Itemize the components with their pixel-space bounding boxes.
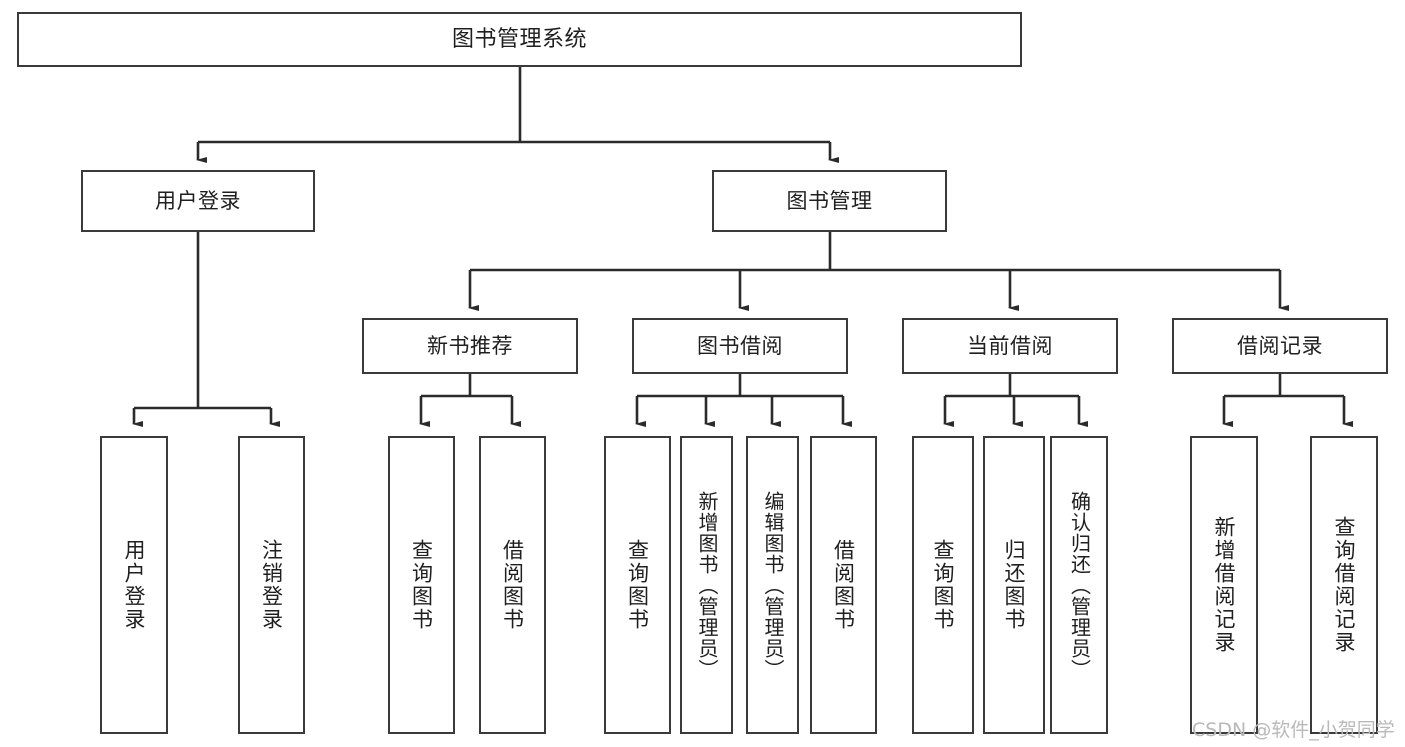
node-label: 用户登录 [155, 188, 241, 213]
leaf-new-book-query-books[interactable]: 查询图书 [388, 436, 455, 734]
node-label: 当前借阅 [967, 333, 1053, 358]
leaf-new-book-borrow-books[interactable]: 借阅图书 [479, 436, 546, 734]
node-label: 借阅图书 [500, 539, 525, 631]
node-label: 借阅记录 [1237, 333, 1323, 358]
leaf-borrow-record-query-record[interactable]: 查询借阅记录 [1310, 436, 1378, 734]
node-book-management[interactable]: 图书管理 [712, 170, 947, 232]
node-user-login[interactable]: 用户登录 [81, 170, 315, 232]
node-label: 新书推荐 [427, 333, 513, 358]
leaf-current-borrow-confirm-return-admin[interactable]: 确认归还（管理员） [1050, 436, 1108, 734]
node-label: 编辑图书（管理员） [761, 490, 785, 680]
leaf-borrow-record-add-record[interactable]: 新增借阅记录 [1190, 436, 1258, 734]
node-label: 查询图书 [409, 539, 434, 631]
node-label: 图书管理 [786, 188, 873, 213]
node-label: 查询借阅记录 [1332, 516, 1357, 654]
leaf-user-login-login[interactable]: 用户登录 [100, 436, 168, 734]
leaf-book-borrow-query-books[interactable]: 查询图书 [604, 436, 671, 734]
node-label: 查询图书 [931, 539, 956, 631]
node-label: 注销登录 [259, 539, 284, 631]
leaf-current-borrow-query-books[interactable]: 查询图书 [912, 436, 974, 734]
node-root-book-management-system[interactable]: 图书管理系统 [17, 12, 1022, 67]
node-label: 新增借阅记录 [1212, 516, 1237, 654]
leaf-current-borrow-return-books[interactable]: 归还图书 [983, 436, 1045, 734]
node-book-borrow[interactable]: 图书借阅 [632, 318, 848, 374]
leaf-book-borrow-add-book-admin[interactable]: 新增图书（管理员） [680, 436, 733, 734]
leaf-book-borrow-edit-book-admin[interactable]: 编辑图书（管理员） [746, 436, 799, 734]
node-label: 新增图书（管理员） [695, 490, 719, 680]
leaf-user-login-logout[interactable]: 注销登录 [238, 436, 305, 734]
csdn-watermark: CSDN @软件_小贺同学 [1192, 719, 1395, 741]
node-label: 归还图书 [1002, 539, 1027, 631]
node-label: 查询图书 [625, 539, 650, 631]
node-label: 用户登录 [122, 539, 147, 631]
leaf-book-borrow-borrow-books[interactable]: 借阅图书 [810, 436, 877, 734]
node-borrow-record[interactable]: 借阅记录 [1172, 318, 1388, 374]
node-label: 确认归还（管理员） [1067, 490, 1092, 680]
node-label: 图书管理系统 [451, 26, 587, 52]
node-label: 图书借阅 [697, 333, 783, 358]
node-current-borrow[interactable]: 当前借阅 [902, 318, 1118, 374]
node-label: 借阅图书 [831, 539, 856, 631]
node-new-book-recommend[interactable]: 新书推荐 [362, 318, 578, 374]
